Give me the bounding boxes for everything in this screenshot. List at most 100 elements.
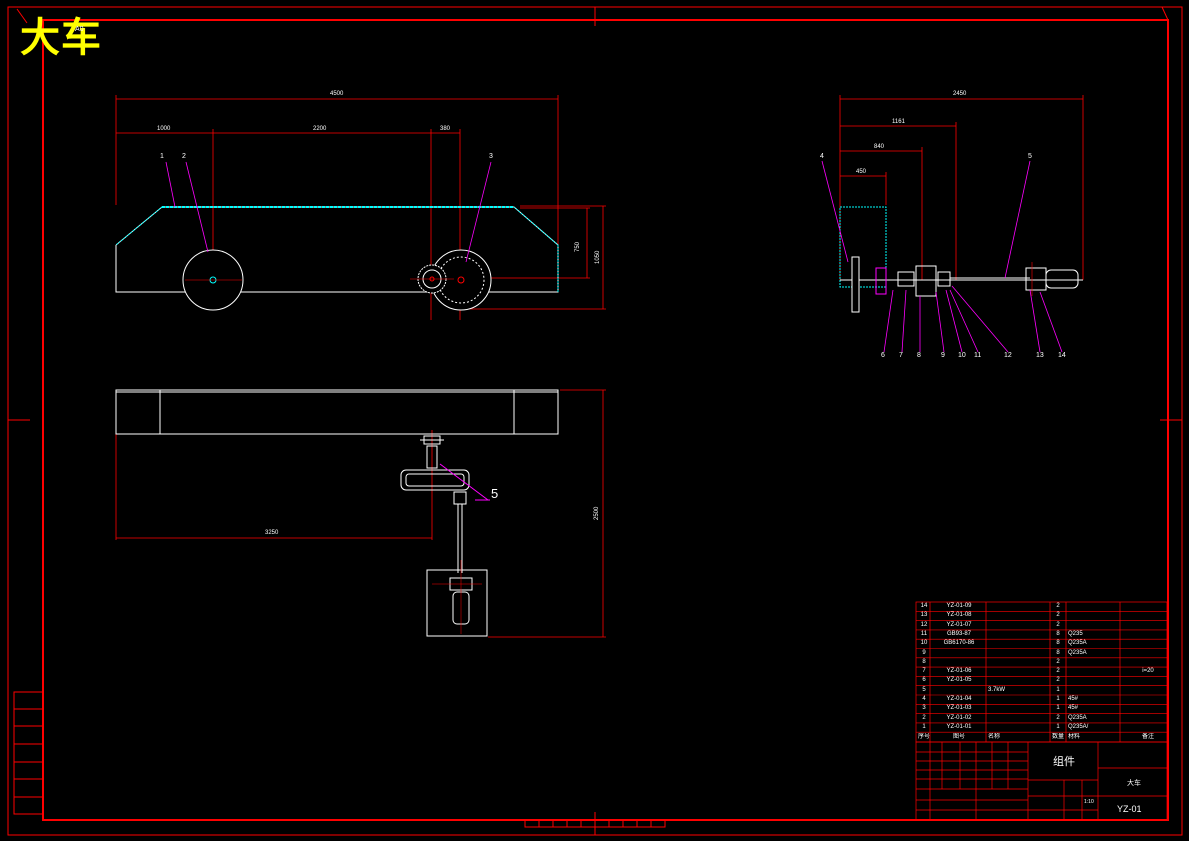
bom-header-no: 序号 — [918, 734, 930, 740]
bom-cell-qty: 1 — [1056, 696, 1060, 702]
bom-cell-code: YZ-01-02 — [946, 714, 972, 721]
bom-cell-no: 10 — [920, 640, 928, 647]
bom-cell-mat: Q235A/ — [1068, 723, 1089, 730]
part-tag-9: 9 — [941, 352, 945, 359]
bottom-ruler — [524, 819, 666, 828]
title-block-part-name: 大车 — [1127, 780, 1141, 787]
bom-cell-mat: Q235 — [1068, 630, 1083, 637]
bom-header-name: 名称 — [988, 734, 1001, 740]
part-tag-10: 10 — [958, 352, 966, 359]
bom-cell-qty: 2 — [1056, 714, 1060, 721]
top-view — [115, 389, 606, 638]
bom-cell-no: 13 — [920, 612, 928, 619]
dim-height-outer: 1050 — [595, 250, 601, 264]
bom-cell-qty: 2 — [1056, 677, 1060, 684]
bom-cell-mat: Q235A — [1068, 714, 1087, 721]
bom-row-lines — [916, 610, 1167, 733]
sheet-size-label: A0 — [75, 26, 84, 33]
bom-row: 2 YZ-01-02 2 Q235A — [916, 714, 1167, 723]
part-tag-7: 7 — [899, 352, 903, 359]
bom-row: 6 YZ-01-05 2 — [916, 676, 1167, 685]
bom-cell-qty: 1 — [1056, 686, 1060, 693]
dim-depth: 2500 — [594, 506, 600, 520]
bom-row: 1 YZ-01-01 1 Q235A/ — [916, 723, 1167, 732]
bom-cell-code: YZ-01-04 — [946, 696, 972, 702]
bom-cell-mat: Q235A — [1068, 640, 1087, 647]
dim-d4: 450 — [856, 169, 867, 175]
dim-mid: 2200 — [313, 126, 327, 132]
bom-cell-rem: i=20 — [1142, 668, 1154, 675]
title-block-drawing-no: YZ-01 — [1117, 804, 1142, 814]
bom-cell-qty: 8 — [1056, 640, 1060, 647]
part-tag-5: 5 — [1028, 153, 1032, 160]
bom-cell-qty: 8 — [1056, 649, 1060, 656]
title-block-scale: 1:10 — [1084, 799, 1094, 805]
bom-cell-no: 7 — [922, 668, 926, 675]
bom-header-qty: 数量 — [1052, 734, 1064, 740]
bom-cell-name: 3.7kW — [988, 686, 1006, 693]
bom-cell-qty: 1 — [1056, 723, 1060, 730]
bom-cell-no: 6 — [922, 677, 926, 684]
left-side-table — [13, 691, 44, 815]
bom-cell-qty: 2 — [1056, 621, 1060, 628]
bom-row: 5 3.7kW 1 — [916, 686, 1167, 695]
bom-cell-no: 5 — [922, 686, 926, 693]
part-tag-8: 8 — [917, 352, 921, 359]
front-view — [115, 95, 606, 320]
bom-cell-no: 11 — [920, 630, 928, 637]
dim-right: 380 — [440, 126, 451, 132]
dim-d2: 1161 — [892, 119, 905, 125]
side-view — [821, 95, 1084, 353]
part-tag-12: 12 — [1004, 352, 1012, 359]
bom-cell-qty: 1 — [1056, 705, 1060, 712]
bom-cell-no: 12 — [920, 621, 928, 628]
dim-d3: 840 — [874, 144, 885, 150]
bom-cell-no: 2 — [922, 714, 926, 721]
bom-row: 11 GB93-87 8 Q235 — [916, 630, 1167, 639]
bom-cell-qty: 2 — [1056, 612, 1060, 619]
part-tag-2: 2 — [182, 153, 186, 160]
bom-header-mat: 材料 — [1068, 734, 1081, 740]
part-tag-4: 4 — [820, 153, 824, 160]
part-tag-5-top: 5 — [491, 486, 499, 501]
part-tag-13: 13 — [1036, 352, 1044, 359]
bom-cell-code: YZ-01-07 — [946, 621, 972, 628]
bom-cell-code: YZ-01-01 — [946, 723, 972, 730]
bom-cell-no: 9 — [922, 649, 926, 656]
bom-row: 9 8 Q235A — [916, 649, 1167, 658]
part-tag-3: 3 — [489, 153, 493, 160]
dim-height-inner: 750 — [575, 241, 581, 252]
bom-header-code: 图号 — [952, 734, 965, 740]
bom-cell-mat: 45# — [1068, 705, 1079, 712]
bom-cell-no: 4 — [922, 696, 926, 702]
bom-row: 13 YZ-01-08 2 — [916, 611, 1167, 620]
bom-cell-no: 14 — [920, 603, 928, 609]
dim-overall: 4500 — [330, 91, 344, 97]
dim-left: 1000 — [157, 126, 171, 132]
part-tag-1: 1 — [160, 153, 164, 160]
bom-cell-code: YZ-01-09 — [946, 603, 972, 609]
bom-cell-no: 8 — [922, 658, 926, 665]
title-block-grid — [915, 741, 1168, 821]
bom-cell-code: YZ-01-08 — [946, 612, 972, 619]
part-tag-6: 6 — [881, 352, 885, 359]
drawing-title: 大车 — [20, 14, 102, 61]
bom-cell-no: 1 — [922, 723, 926, 730]
bom-row: 12 YZ-01-07 2 — [916, 621, 1167, 630]
bom-row: 4 YZ-01-04 1 45# — [916, 695, 1167, 704]
dim-width: 3250 — [265, 530, 279, 536]
bom-header: 序号 图号 名称 数量 材料 备注 — [916, 733, 1167, 742]
bom-cell-qty: 8 — [1056, 630, 1060, 637]
bom-cell-mat: 45# — [1068, 696, 1079, 702]
bom-cell-code: GB93-87 — [946, 630, 971, 637]
part-tag-14: 14 — [1058, 352, 1066, 359]
bom-cell-qty: 2 — [1056, 658, 1060, 665]
bom-header-rem: 备注 — [1141, 734, 1154, 740]
bom-cell-code: YZ-01-05 — [946, 677, 972, 684]
bom-cell-mat: Q235A — [1068, 649, 1087, 656]
